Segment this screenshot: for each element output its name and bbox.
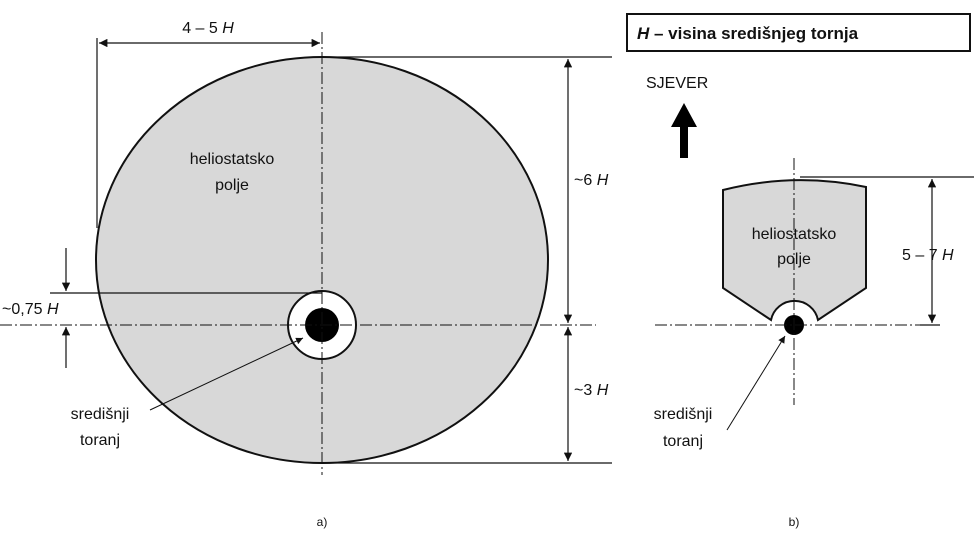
- north-label: SJEVER: [646, 75, 708, 92]
- tower-label-b-line1: središnji: [654, 406, 713, 423]
- tower-label-b-line2: toranj: [663, 433, 703, 450]
- field-label-b-line2: polje: [777, 251, 811, 268]
- south-extent-label: ~3 H: [574, 382, 609, 399]
- heliostat-field-sector: [722, 179, 867, 322]
- tower-leader-b: [726, 335, 786, 431]
- tower-label-a-line2: toranj: [80, 432, 120, 449]
- legend-text: H – visina središnjeg tornja: [637, 24, 859, 43]
- legend-box: H – visina središnjeg tornja: [626, 13, 971, 52]
- caption-b: b): [789, 515, 800, 529]
- field-label-b-line1: heliostatsko: [752, 226, 837, 243]
- offset-label: ~0,75 H: [2, 301, 59, 318]
- sector-height-label: 5 – 7 H: [902, 247, 954, 264]
- width-dimension-label: 4 – 5 H: [182, 20, 234, 37]
- field-label-a-line1: heliostatsko: [190, 151, 275, 168]
- diagram-a: 4 – 5 H ~6 H ~3 H ~0,75 H heliostatsko p…: [0, 20, 612, 529]
- tower-leader-a: [149, 337, 304, 411]
- north-arrow-icon: [671, 103, 697, 158]
- field-label-a-line2: polje: [215, 177, 249, 194]
- tower-label-a-line1: središnji: [71, 406, 130, 423]
- caption-a: a): [317, 515, 328, 529]
- diagram-b: SJEVER 5 – 7 H heliostatsko polje središ…: [646, 75, 974, 529]
- north-extent-label: ~6 H: [574, 172, 609, 189]
